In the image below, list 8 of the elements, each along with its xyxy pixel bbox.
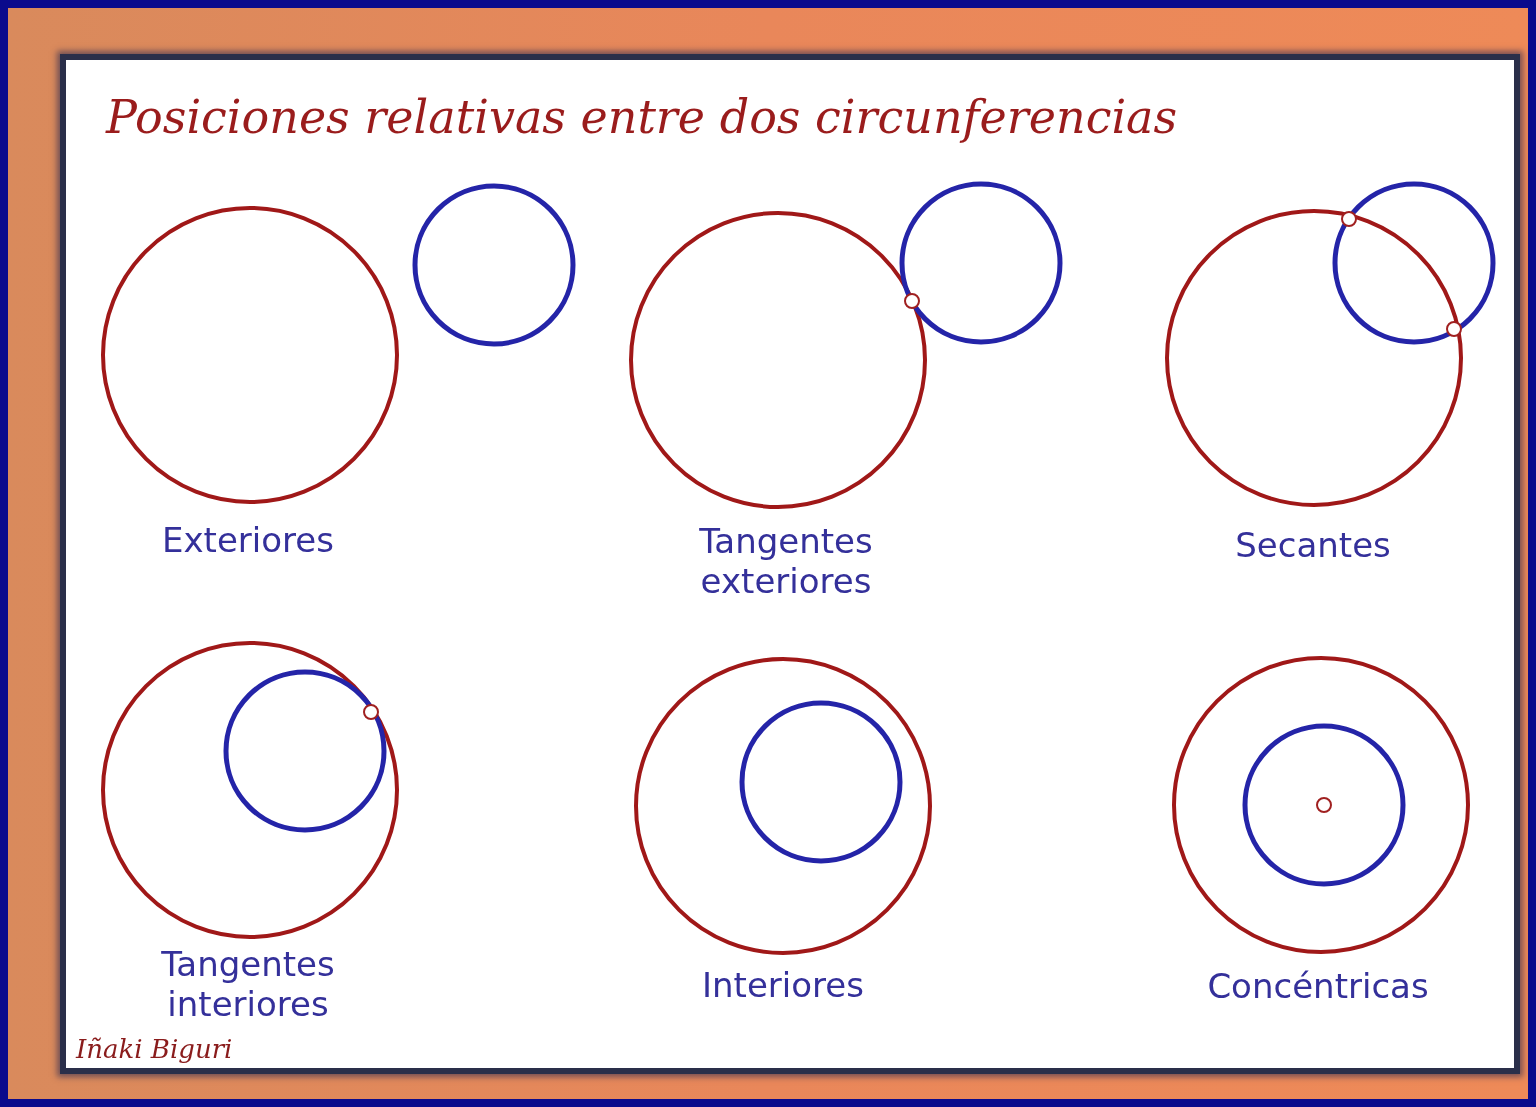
caption: Exteriores [161,520,335,560]
caption: Interiores [701,965,865,1005]
title: Posiciones relativas entre dos circunferencias [106,90,1178,144]
caption: Tangentes exteriores [698,521,874,601]
caption: Tangentes interiores [160,944,336,1024]
caption: Secantes [1234,525,1392,565]
author-signature: Iñaki Biguri [76,1034,233,1064]
caption: Concéntricas [1206,966,1430,1006]
